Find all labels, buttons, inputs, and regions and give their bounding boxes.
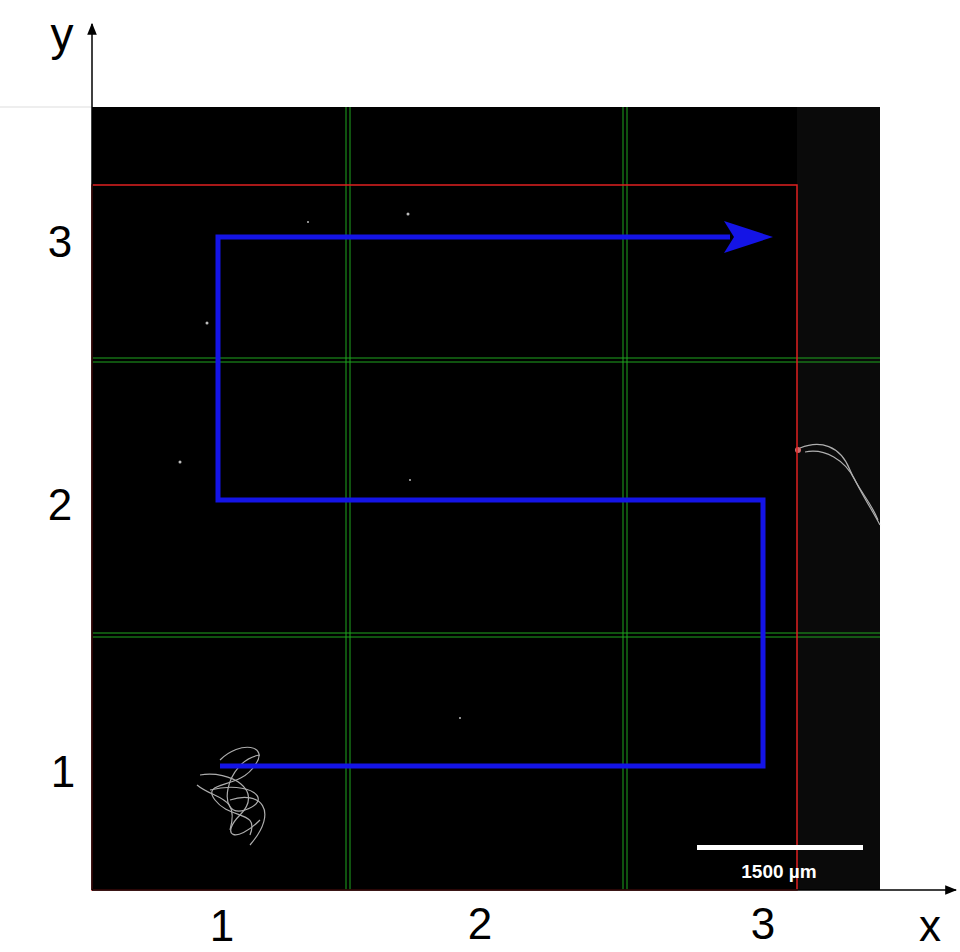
- scale-label: 1500 µm: [741, 862, 816, 881]
- fibre-end: [795, 447, 801, 453]
- scan-region: [92, 185, 797, 890]
- scale-bar: [697, 845, 863, 850]
- tick-label: 2: [468, 902, 492, 946]
- grid-lines: [92, 107, 880, 890]
- scan-path: [218, 237, 763, 766]
- guide-line: [0, 107, 92, 108]
- tick-label: 1: [210, 904, 234, 948]
- dust-specks: [179, 213, 462, 720]
- tick-label: 3: [751, 902, 775, 946]
- x-axis: [92, 889, 956, 891]
- axis-label: x: [919, 904, 941, 948]
- micrograph-edge: [797, 107, 880, 890]
- y-axis: [91, 24, 93, 890]
- tick-label: 3: [48, 220, 72, 264]
- tick-label: 1: [51, 750, 75, 794]
- fibre-debris: [197, 444, 880, 845]
- micrograph: [92, 107, 880, 890]
- axis-label: y: [51, 11, 74, 57]
- scan-arrowhead: [724, 221, 773, 253]
- tick-label: 2: [48, 483, 72, 527]
